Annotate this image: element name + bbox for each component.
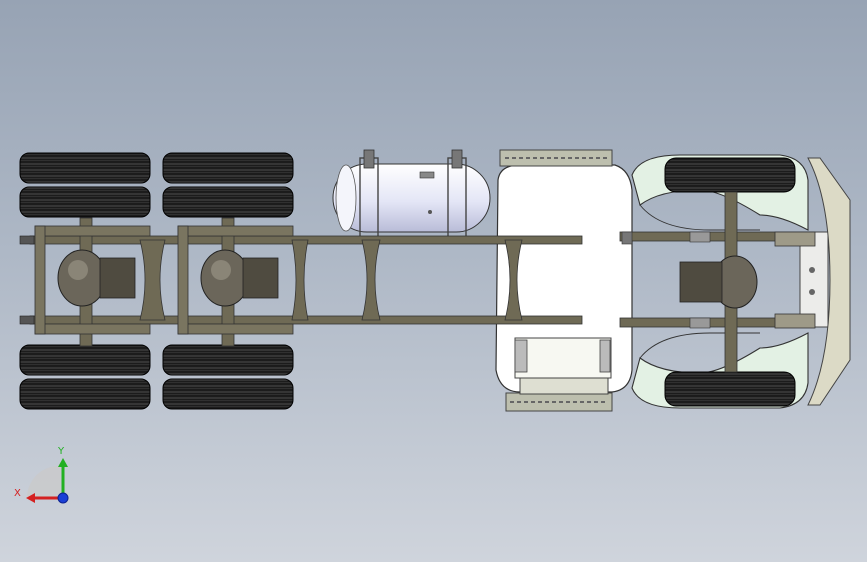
- rear-tires: [19, 152, 294, 410]
- front-tires: [664, 157, 796, 407]
- fuel-tank: [332, 149, 491, 239]
- tire: [19, 186, 151, 218]
- frame-rails: [29, 231, 826, 328]
- rear-axle-2: [177, 217, 294, 347]
- tire: [19, 152, 151, 184]
- front-bumper: [774, 157, 851, 406]
- tire: [162, 186, 294, 218]
- tire: [162, 378, 294, 410]
- rear-axle-1: [19, 217, 151, 347]
- cab-body: [495, 149, 633, 412]
- front-axle: [621, 191, 758, 373]
- y-axis-label: Y: [57, 446, 65, 457]
- tire: [664, 157, 796, 193]
- tire: [19, 378, 151, 410]
- tire: [664, 371, 796, 407]
- tire: [162, 152, 294, 184]
- axis-triad: Y X: [14, 446, 69, 504]
- tire: [162, 344, 294, 376]
- z-axis-dot: [57, 492, 69, 504]
- x-axis-label: X: [14, 488, 21, 499]
- tire: [19, 344, 151, 376]
